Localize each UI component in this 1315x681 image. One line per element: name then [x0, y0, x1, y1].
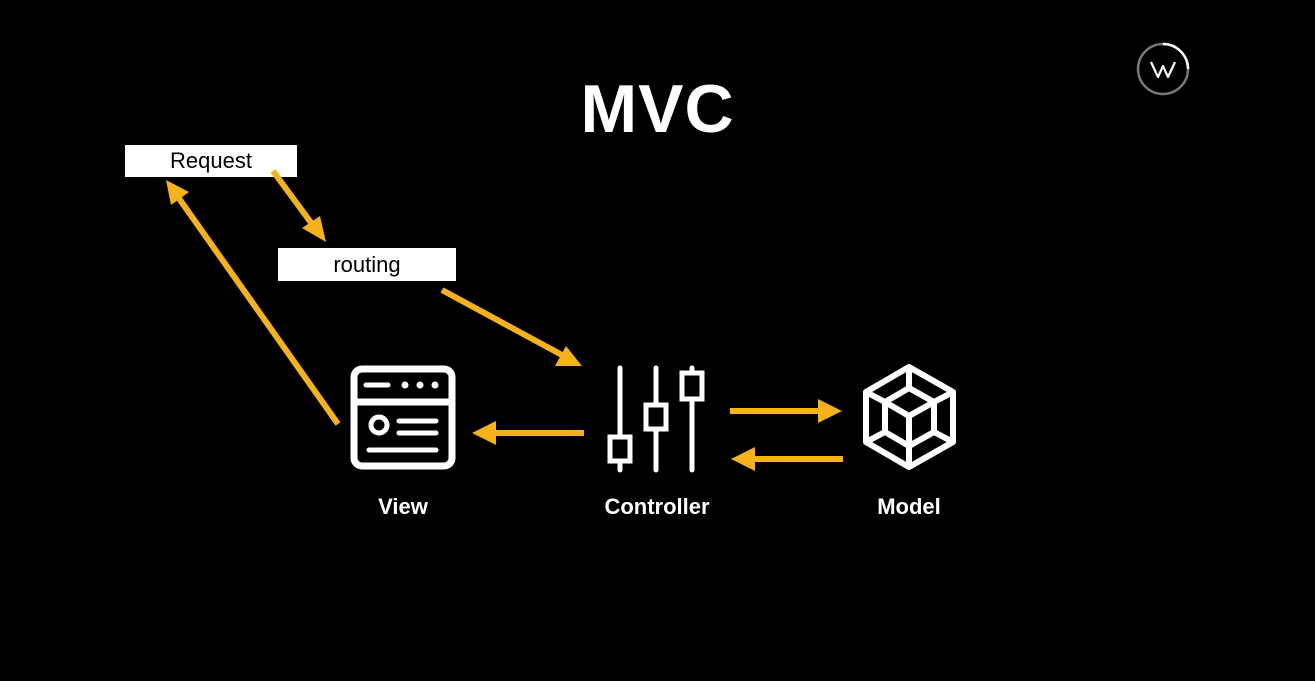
cube-icon: [863, 364, 956, 470]
view-label: View: [378, 494, 428, 519]
controller-label: Controller: [604, 494, 710, 519]
arrow-routing-to-controller: [440, 287, 582, 366]
arrow-controller-to-view: [472, 421, 584, 445]
arrow-request-to-routing: [270, 169, 326, 242]
channel-logo-icon: [1136, 42, 1190, 96]
routing-label: routing: [278, 248, 456, 281]
model-label: Model: [877, 494, 941, 519]
browser-window-icon: [350, 365, 456, 470]
sliders-icon: [607, 365, 705, 473]
page-title: MVC: [580, 71, 735, 147]
request-label: Request: [125, 145, 297, 177]
arrow-controller-to-model: [730, 399, 842, 423]
arrow-model-to-controller: [731, 447, 843, 471]
arrow-view-to-request: [166, 180, 341, 426]
